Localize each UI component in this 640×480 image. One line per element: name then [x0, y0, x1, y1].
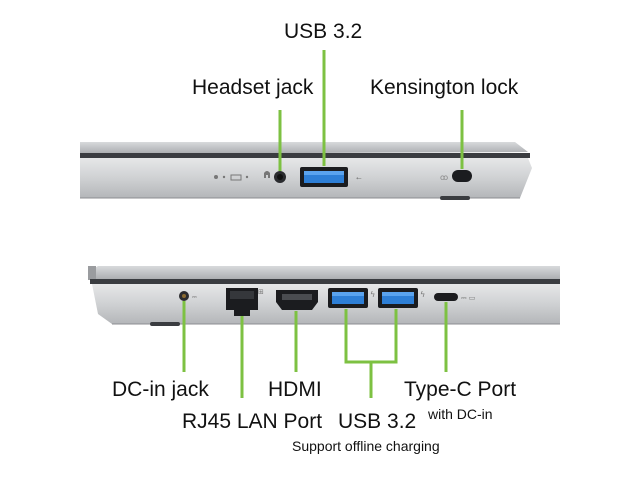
lid-bottom [88, 266, 560, 280]
lid-seam [80, 153, 530, 158]
callout-lines [182, 50, 464, 398]
label-usb32-bottom: USB 3.2 [338, 410, 417, 433]
kensington-lock-slot: ꝏ [440, 170, 472, 182]
label-hdmi: HDMI [268, 378, 322, 401]
svg-text:⊞: ⊞ [258, 288, 264, 296]
label-dc-in-jack: DC-in jack [112, 378, 209, 401]
usb32-port-bottom-2: ϟ [378, 288, 425, 308]
base-bottom [92, 284, 560, 324]
label-type-c-note: with DC-in [428, 406, 493, 422]
svg-text:ϟ: ϟ [420, 290, 425, 299]
label-kensington-lock: Kensington lock [370, 76, 519, 99]
hdmi-port [276, 290, 318, 310]
headset-jack-port [264, 171, 286, 183]
label-rj45-lan-port: RJ45 LAN Port [182, 410, 323, 433]
svg-text:⎓ ▭: ⎓ ▭ [461, 294, 475, 302]
lid-seam-bottom [90, 279, 560, 284]
label-usb32-top: USB 3.2 [284, 20, 363, 43]
label-type-c-port: Type-C Port [404, 378, 517, 401]
label-usb32-bottom-note: Support offline charging [292, 438, 440, 454]
usb32-port-bottom-1: ϟ [328, 288, 375, 308]
status-led-icons [214, 174, 249, 181]
type-c-port: ⎓ ▭ [434, 293, 475, 302]
svg-text:ϟ: ϟ [370, 290, 375, 299]
dc-in-jack-port: ⎓ [179, 291, 197, 301]
laptop-right-side: ⭠ ꝏ [80, 142, 532, 200]
svg-text:⎓: ⎓ [192, 294, 197, 301]
svg-text:ꝏ: ꝏ [440, 173, 448, 182]
laptop-left-side: ⎓ ⊞ ϟ [88, 266, 560, 326]
usb32-port-top: ⭠ [300, 167, 362, 187]
rj45-lan-port: ⊞ [226, 288, 264, 316]
lid-top [80, 142, 528, 154]
label-headset-jack: Headset jack [192, 76, 314, 99]
svg-text:⭠: ⭠ [356, 174, 362, 182]
